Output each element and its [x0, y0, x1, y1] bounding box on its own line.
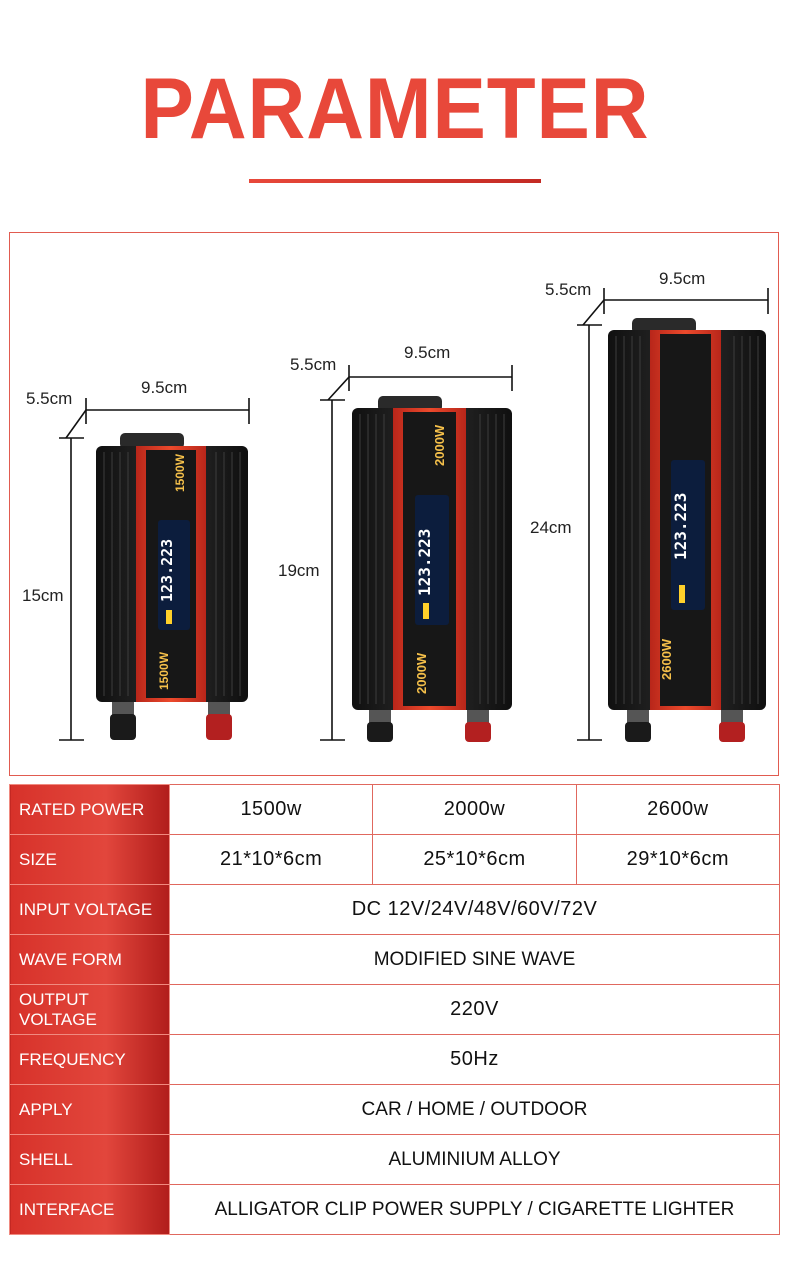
table-cell: 50Hz [169, 1034, 780, 1085]
model-label-lower: 2000W [414, 652, 429, 694]
product-frame [9, 232, 779, 776]
row-label: APPLY [9, 1084, 170, 1135]
width-label: 9.5cm [404, 343, 450, 362]
table-cell: 1500w [168, 784, 374, 835]
dimension-lines [320, 365, 513, 741]
model-label: 1500W [173, 453, 187, 492]
table-cell: 2600w [575, 784, 781, 835]
dimension-lines [577, 288, 769, 741]
table-row: SIZE 21*10*6cm 25*10*6cm 29*10*6cm [9, 834, 781, 885]
inverter-2600w: 9.5cm 5.5cm 24cm 123.223 2600W [530, 269, 769, 742]
row-label: SHELL [9, 1134, 170, 1185]
table-cell: MODIFIED SINE WAVE [169, 934, 780, 985]
title-underline [249, 179, 541, 183]
model-label-lower: 1500W [157, 651, 171, 690]
table-cell: 25*10*6cm [372, 834, 577, 885]
row-label: OUTPUT VOLTAGE [9, 984, 170, 1035]
table-cell: DC 12V/24V/48V/60V/72V [169, 884, 780, 935]
width-label: 9.5cm [659, 269, 705, 288]
model-label: 2000W [432, 424, 447, 466]
inverter-2000w: 9.5cm 5.5cm 19cm 123.223 2000W 2000W [278, 343, 513, 742]
table-cell: 2000w [372, 784, 577, 835]
product-illustrations: 9.5cm 5.5cm 15cm 123.223 1500W 1500W [22, 269, 769, 742]
table-cell: ALUMINIUM ALLOY [169, 1134, 780, 1185]
width-label: 9.5cm [141, 378, 187, 397]
row-label: INTERFACE [9, 1184, 170, 1235]
row-label: INPUT VOLTAGE [9, 884, 170, 935]
page-title: PARAMETER [140, 61, 650, 157]
table-cell: ALLIGATOR CLIP POWER SUPPLY / CIGARETTE … [169, 1184, 780, 1235]
table-cell: 220V [169, 984, 780, 1035]
height-label: 15cm [22, 586, 64, 605]
dimension-lines [59, 398, 250, 741]
row-label: FREQUENCY [9, 1034, 170, 1085]
table-cell: 29*10*6cm [575, 834, 781, 885]
depth-label: 5.5cm [545, 280, 591, 299]
row-label: RATED POWER [9, 784, 170, 835]
display-readout: 123.223 [671, 493, 690, 560]
table-row: OUTPUT VOLTAGE 220V [9, 984, 780, 1035]
table-cell: CAR / HOME / OUTDOOR [169, 1084, 780, 1135]
depth-label: 5.5cm [26, 389, 72, 408]
depth-label: 5.5cm [290, 355, 336, 374]
display-readout: 123.223 [158, 539, 176, 602]
model-label-lower: 2600W [659, 638, 674, 680]
table-row: RATED POWER 1500w 2000w 2600w [9, 784, 781, 835]
height-label: 19cm [278, 561, 320, 580]
table-row: FREQUENCY 50Hz [9, 1034, 780, 1085]
table-row: INTERFACE ALLIGATOR CLIP POWER SUPPLY / … [9, 1184, 780, 1235]
display-readout: 123.223 [415, 529, 434, 596]
table-row: WAVE FORM MODIFIED SINE WAVE [9, 934, 780, 985]
height-label: 24cm [530, 518, 572, 537]
spec-table: RATED POWER 1500w 2000w 2600w SIZE 21*10… [9, 784, 781, 1235]
row-label: SIZE [9, 834, 170, 885]
table-row: SHELL ALUMINIUM ALLOY [9, 1134, 780, 1185]
table-row: APPLY CAR / HOME / OUTDOOR [9, 1084, 780, 1135]
row-label: WAVE FORM [9, 934, 170, 985]
table-cell: 21*10*6cm [168, 834, 374, 885]
inverter-1500w: 9.5cm 5.5cm 15cm 123.223 1500W 1500W [22, 378, 250, 741]
table-row: INPUT VOLTAGE DC 12V/24V/48V/60V/72V [9, 884, 780, 935]
